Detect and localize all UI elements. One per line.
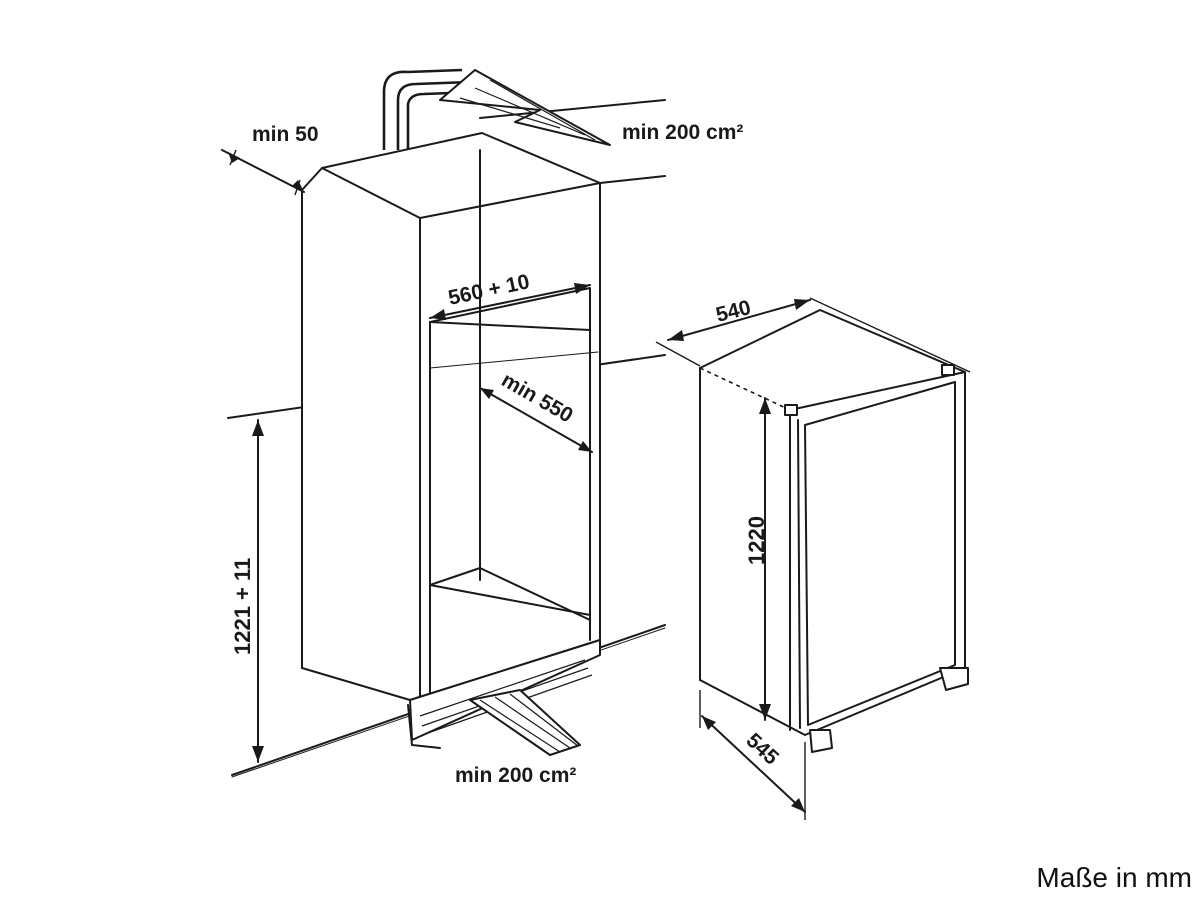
- dim-appliance-height: [759, 397, 771, 721]
- niche-drawing: [227, 99, 666, 778]
- label-min-gap-top: min 50: [252, 123, 319, 146]
- label-vent-bottom: min 200 cm²: [455, 764, 576, 787]
- label-appliance-width: 540: [714, 296, 754, 327]
- label-appliance-height: 1220: [744, 516, 769, 565]
- dim-appliance-depth: [699, 690, 806, 820]
- dim-niche-width: [429, 283, 591, 320]
- label-niche-height: 1221 + 11: [230, 558, 255, 655]
- dim-min-gap-top: [221, 149, 305, 196]
- dim-niche-height: [252, 419, 264, 763]
- airflow-bottom-arrow-icon: [469, 689, 581, 756]
- appliance-drawing: [699, 309, 969, 753]
- airflow-top-arrow-icon: [382, 68, 611, 150]
- label-vent-top: min 200 cm²: [622, 121, 743, 144]
- dim-niche-depth: [479, 387, 593, 453]
- label-appliance-depth: 545: [742, 729, 784, 770]
- units-note: Maße in mm: [1036, 862, 1192, 893]
- dim-appliance-width: [655, 297, 971, 373]
